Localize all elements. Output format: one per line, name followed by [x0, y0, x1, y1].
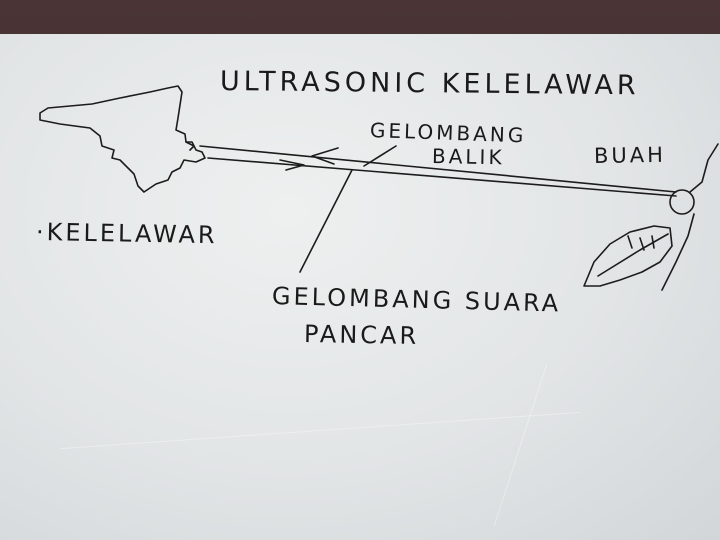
- arrow-right-icon: [279, 159, 305, 171]
- arrow-left-icon: [311, 147, 339, 165]
- paper-sheet: [0, 34, 720, 540]
- fruit-label: BUAH: [593, 142, 667, 168]
- bat-mouth: [185, 141, 195, 151]
- diagram-title: ULTRASONIC KELELAWAR: [219, 66, 640, 102]
- bat-icon: [39, 85, 206, 193]
- leaf-vein: [627, 235, 655, 251]
- leaf-vein: [597, 233, 669, 277]
- emitted-wave-line: [207, 157, 677, 197]
- echo-wave-line: [199, 145, 677, 193]
- leaf-icon: [583, 225, 673, 287]
- fruit-icon: [669, 189, 695, 215]
- fruit-stem: [689, 143, 719, 193]
- bat-label: ·KELELAWAR: [35, 218, 218, 250]
- emitted-label-line2: PANCAR: [303, 320, 420, 351]
- echo-label-line2: BALIK: [431, 144, 505, 170]
- emitted-leader-line: [299, 169, 353, 273]
- echo-leader-line: [363, 145, 397, 167]
- fruit-branch: [661, 213, 695, 291]
